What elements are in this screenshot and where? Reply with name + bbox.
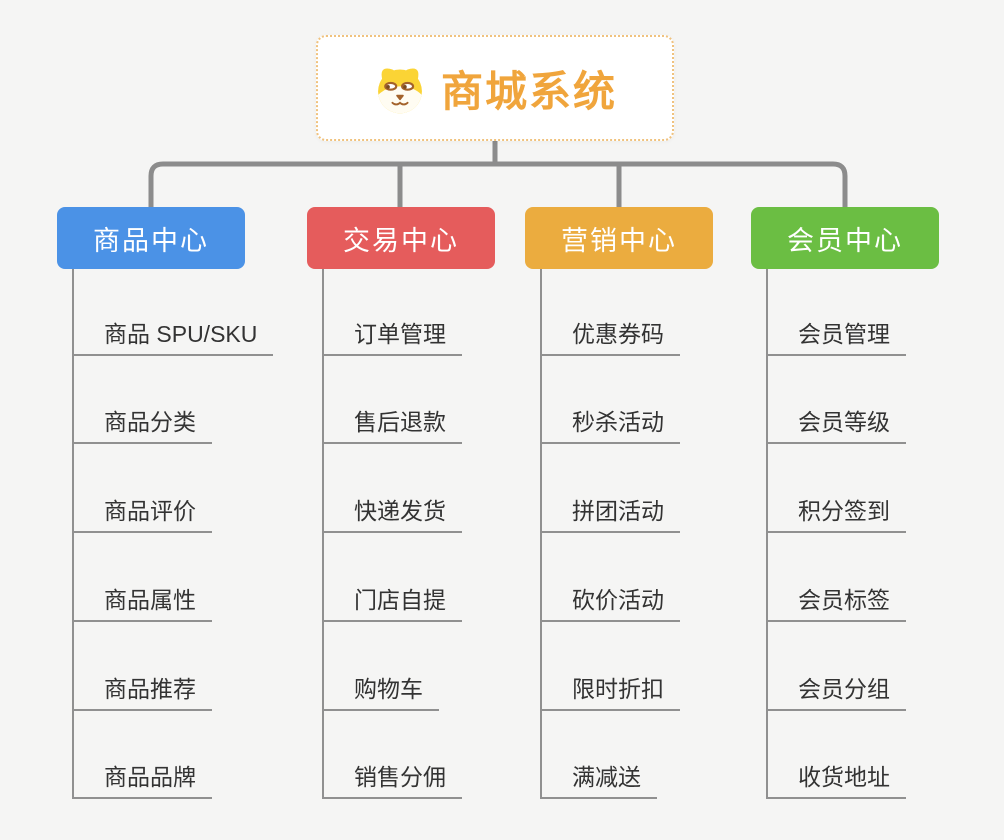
root-node[interactable]: 商城系统: [316, 35, 674, 141]
leaf-node[interactable]: 会员管理: [766, 312, 906, 356]
branch-node-product[interactable]: 商品中心: [57, 207, 245, 269]
leaf-node[interactable]: 限时折扣: [540, 667, 680, 711]
leaf-node[interactable]: 订单管理: [322, 312, 462, 356]
branch-column-product: 商品中心 商品 SPU/SKU 商品分类 商品评价 商品属性 商品推荐 商品品牌: [57, 207, 317, 817]
leaf-node[interactable]: 满减送: [540, 755, 657, 799]
leaf-node[interactable]: 积分签到: [766, 489, 906, 533]
branch-column-trade: 交易中心 订单管理 售后退款 快递发货 门店自提 购物车 销售分佣: [307, 207, 567, 817]
leaf-node[interactable]: 商品品牌: [72, 755, 212, 799]
branch-node-marketing[interactable]: 营销中心: [525, 207, 713, 269]
leaf-node[interactable]: 秒杀活动: [540, 400, 680, 444]
leaf-node[interactable]: 商品属性: [72, 578, 212, 622]
branch-column-marketing: 营销中心 优惠券码 秒杀活动 拼团活动 砍价活动 限时折扣 满减送: [525, 207, 785, 817]
branch-trunk-line: [766, 269, 768, 799]
leaf-node[interactable]: 购物车: [322, 667, 439, 711]
leaf-node[interactable]: 优惠券码: [540, 312, 680, 356]
leaf-node[interactable]: 门店自提: [322, 578, 462, 622]
leaf-node[interactable]: 会员等级: [766, 400, 906, 444]
leaf-node[interactable]: 商品分类: [72, 400, 212, 444]
branch-trunk-line: [322, 269, 324, 799]
leaf-node[interactable]: 收货地址: [766, 755, 906, 799]
leaf-node[interactable]: 售后退款: [322, 400, 462, 444]
root-node-title: 商城系统: [440, 67, 617, 115]
branch-trunk-line: [72, 269, 74, 799]
leaf-node[interactable]: 销售分佣: [322, 755, 462, 799]
leaf-node[interactable]: 商品评价: [72, 489, 212, 533]
leaf-node[interactable]: 拼团活动: [540, 489, 680, 533]
branch-column-member: 会员中心 会员管理 会员等级 积分签到 会员标签 会员分组 收货地址: [751, 207, 1004, 817]
leaf-node[interactable]: 会员标签: [766, 578, 906, 622]
dog-face-icon: [378, 68, 422, 114]
leaf-node[interactable]: 快递发货: [322, 489, 462, 533]
branch-node-label: 商品中心: [93, 225, 209, 256]
leaf-node[interactable]: 商品 SPU/SKU: [72, 312, 274, 356]
leaf-node[interactable]: 会员分组: [766, 667, 906, 711]
branch-node-label: 交易中心: [343, 225, 459, 256]
branch-node-label: 会员中心: [787, 225, 903, 256]
leaf-node[interactable]: 砍价活动: [540, 578, 680, 622]
branch-node-member[interactable]: 会员中心: [751, 207, 939, 269]
branch-trunk-line: [540, 269, 542, 799]
branch-node-trade[interactable]: 交易中心: [307, 207, 495, 269]
branch-node-label: 营销中心: [561, 225, 677, 256]
leaf-node[interactable]: 商品推荐: [72, 667, 212, 711]
